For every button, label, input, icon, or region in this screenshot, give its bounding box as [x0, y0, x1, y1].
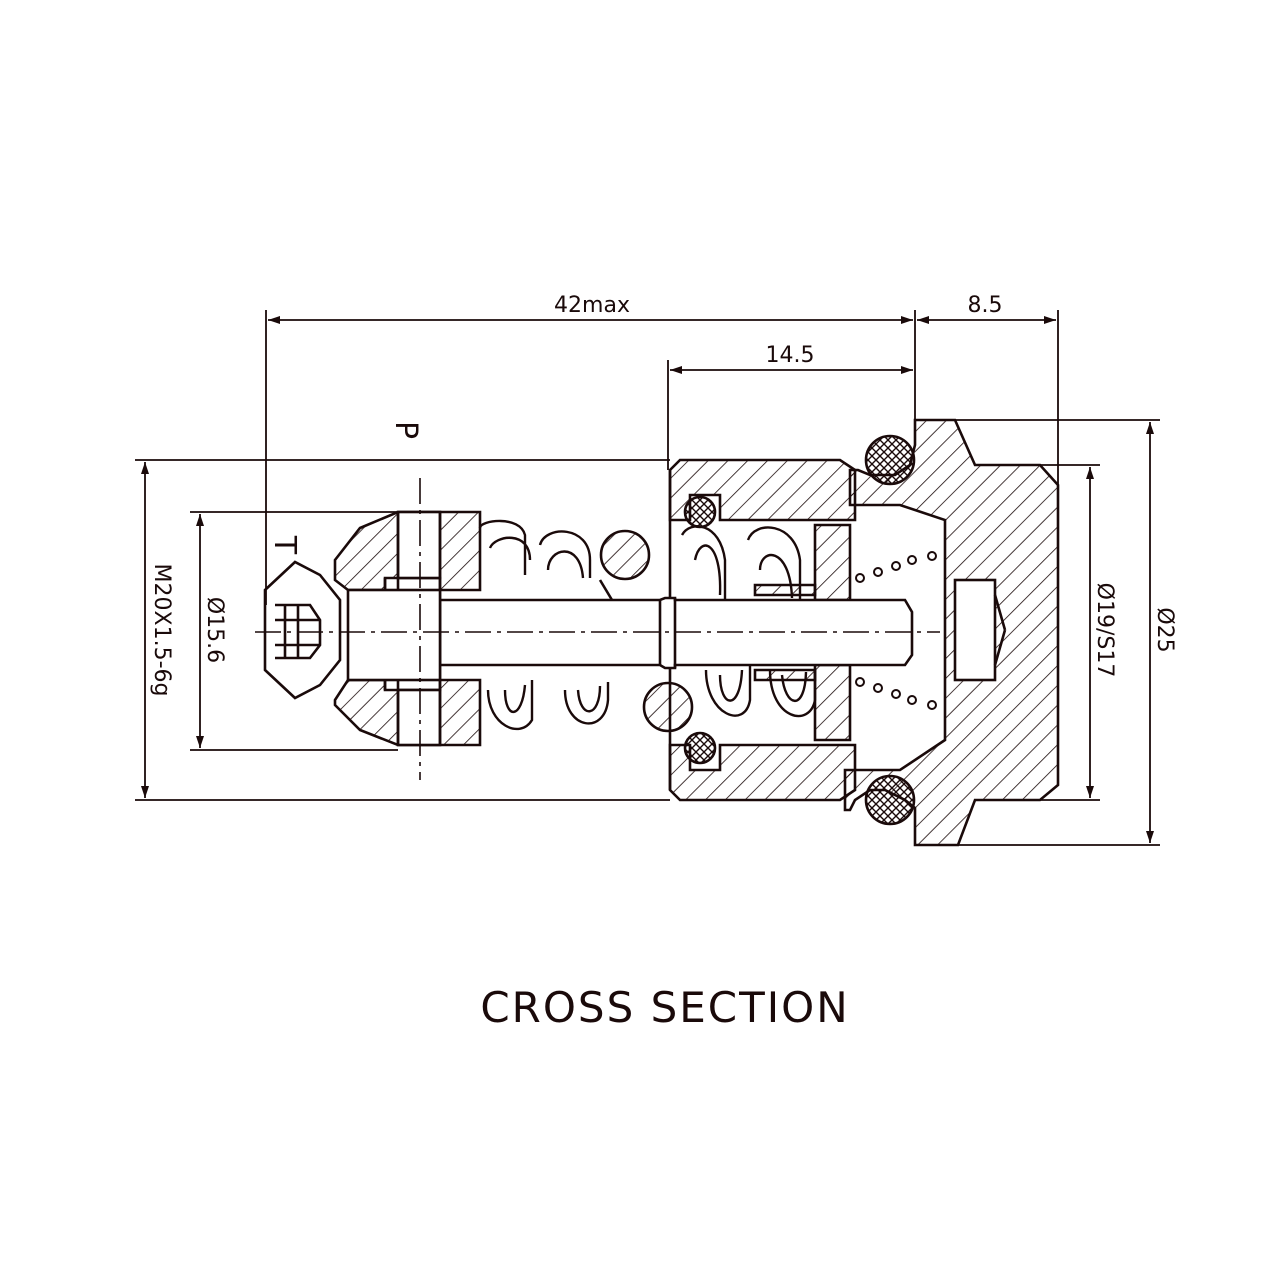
outline-group — [263, 418, 1060, 847]
dim-flange-diameter: Ø25 — [1152, 607, 1177, 652]
drawing-caption: CROSS SECTION — [480, 983, 849, 1032]
ball-row-bottom — [855, 677, 937, 710]
oring-body-top — [683, 495, 717, 529]
dim-thread-spec: M20X1.5-6g — [149, 564, 174, 697]
port-label-p: P — [388, 421, 423, 439]
dim-flange-length: 8.5 — [968, 293, 1003, 318]
dim-nose-diameter: Ø15.6 — [202, 597, 227, 663]
nose-tip — [263, 560, 342, 700]
dim-thread-length: 14.5 — [766, 343, 815, 368]
poppet-bore-top — [396, 510, 442, 580]
dimension-lines — [135, 310, 1160, 846]
poppet-bore-bottom — [396, 688, 442, 747]
oring-flange-top — [864, 434, 916, 486]
spring-seat-bottom — [753, 668, 817, 682]
end-cap-flange — [843, 418, 1060, 847]
poppet-core — [346, 588, 442, 682]
oring-body-bottom — [683, 731, 717, 765]
spring-seat-top — [753, 583, 817, 597]
inner-sleeve-top — [813, 523, 852, 602]
dim-overall-length: 42max — [554, 293, 630, 318]
spring-wire-section-bottom — [642, 681, 694, 733]
port-label-t: T — [267, 535, 302, 555]
spring-wire-section-top — [599, 529, 651, 581]
hex-socket — [953, 578, 997, 682]
threaded-body-bottom — [668, 743, 857, 802]
oring-flange-bottom — [864, 774, 916, 826]
dim-hex-size: Ø19/S17 — [1092, 583, 1117, 678]
centerlines — [255, 478, 940, 780]
threaded-body-top — [668, 458, 857, 522]
spring-coils — [478, 519, 817, 731]
ball-row-top — [855, 551, 937, 583]
inner-sleeve-bottom — [813, 663, 852, 742]
